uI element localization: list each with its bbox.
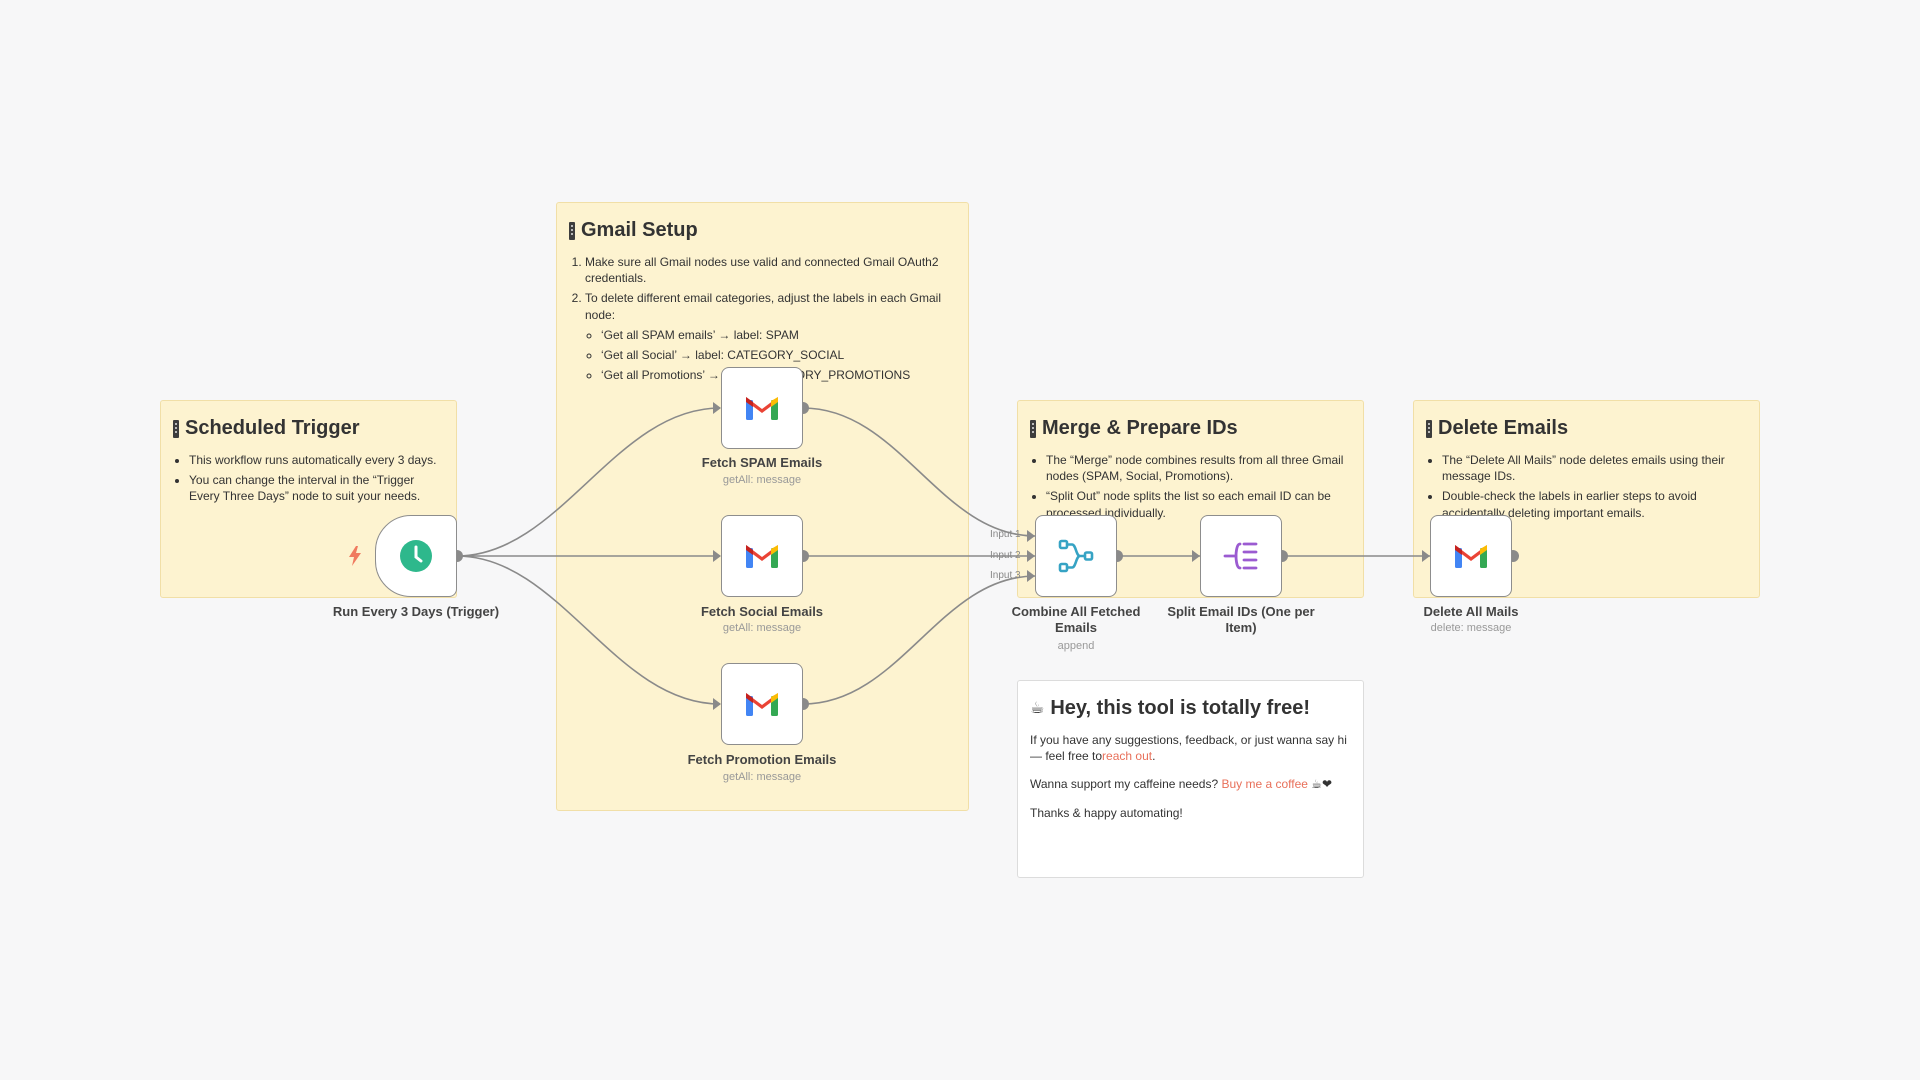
clock-icon xyxy=(400,540,432,572)
sticky-free-tool[interactable]: ☕Hey, this tool is totally free! If you … xyxy=(1017,680,1364,878)
connection-trigger-spam xyxy=(456,407,721,557)
sticky-paragraph: If you have any suggestions, feedback, o… xyxy=(1030,733,1347,764)
sticky-item: The “Delete All Mails” node deletes emai… xyxy=(1442,452,1745,484)
node-sub-spam: getAll: message xyxy=(722,474,802,486)
connection-trigger-promo xyxy=(456,555,721,705)
gmail-icon xyxy=(1455,545,1487,568)
arrow-head xyxy=(713,550,721,562)
split-out-icon xyxy=(1223,542,1258,570)
sticky-paragraph: Wanna support my caffeine needs? Buy me … xyxy=(1030,777,1333,792)
arrow-head xyxy=(1027,530,1035,542)
sticky-sub-item: ‘Get all Social’ → label: CATEGORY_SOCIA… xyxy=(601,347,954,363)
node-label-promo: Fetch Promotion Emails xyxy=(687,752,837,767)
node-sub-delete: delete: message xyxy=(1430,622,1512,634)
node-fetch-promotion-emails[interactable] xyxy=(721,663,803,745)
arrow-head xyxy=(1192,550,1200,562)
sticky-title: Scheduled Trigger xyxy=(173,415,442,442)
input-label-3: Input 3 xyxy=(990,570,1021,581)
sticky-title: Merge & Prepare IDs xyxy=(1030,415,1349,442)
sticky-item: The “Merge” node combines results from a… xyxy=(1046,452,1349,484)
note-icon xyxy=(1030,419,1036,438)
node-fetch-spam-emails[interactable] xyxy=(721,367,803,449)
input-label-2: Input 2 xyxy=(990,550,1021,561)
arrow-head xyxy=(1027,550,1035,562)
gmail-icon xyxy=(746,397,778,420)
sticky-title: ☕Hey, this tool is totally free! xyxy=(1030,697,1311,719)
note-icon xyxy=(569,221,575,240)
node-combine-all-fetched-emails[interactable] xyxy=(1035,515,1117,597)
node-label-trigger: Run Every 3 Days (Trigger) xyxy=(332,604,500,619)
connection-promo-merge xyxy=(802,575,1036,705)
reach-out-link[interactable]: reach out xyxy=(1102,749,1153,764)
connection-spam-merge xyxy=(802,407,1036,537)
node-sub-promo: getAll: message xyxy=(722,771,802,783)
node-delete-all-mails[interactable] xyxy=(1430,515,1512,597)
node-sub-merge: append xyxy=(1057,640,1095,652)
sticky-step: Make sure all Gmail nodes use valid and … xyxy=(585,254,954,286)
input-label-1: Input 1 xyxy=(990,529,1021,540)
merge-icon xyxy=(1058,539,1094,573)
arrow-head xyxy=(713,402,721,414)
node-label-split: Split Email IDs (One per Item) xyxy=(1167,604,1315,635)
sticky-scheduled-trigger[interactable]: Scheduled Trigger This workflow runs aut… xyxy=(160,400,457,598)
node-label-merge: Combine All Fetched Emails xyxy=(1011,604,1141,635)
sticky-item: You can change the interval in the “Trig… xyxy=(189,472,442,504)
sticky-title: Gmail Setup xyxy=(569,217,954,244)
node-split-email-ids[interactable] xyxy=(1200,515,1282,597)
node-label-social: Fetch Social Emails xyxy=(700,604,824,619)
arrow-head xyxy=(1422,550,1430,562)
sticky-item: This workflow runs automatically every 3… xyxy=(189,452,442,468)
sticky-sub-item: ‘Get all SPAM emails’ → label: SPAM xyxy=(601,327,954,343)
note-icon xyxy=(1426,419,1432,438)
gmail-icon xyxy=(746,693,778,716)
sticky-paragraph: Thanks & happy automating! xyxy=(1030,805,1183,820)
coffee-icon: ☕ xyxy=(1030,699,1045,717)
gmail-icon xyxy=(746,545,778,568)
node-sub-social: getAll: message xyxy=(722,622,802,634)
node-label-spam: Fetch SPAM Emails xyxy=(701,455,823,470)
arrow-head xyxy=(713,698,721,710)
node-run-every-3-days[interactable] xyxy=(375,515,457,597)
note-icon xyxy=(173,419,179,438)
node-label-delete: Delete All Mails xyxy=(1423,604,1519,619)
buy-coffee-link[interactable]: Buy me a coffee xyxy=(1221,777,1308,792)
arrow-head xyxy=(1027,570,1035,582)
node-fetch-social-emails[interactable] xyxy=(721,515,803,597)
sticky-title: Delete Emails xyxy=(1426,415,1745,442)
sticky-delete-emails[interactable]: Delete Emails The “Delete All Mails” nod… xyxy=(1413,400,1760,598)
lightning-icon xyxy=(349,546,361,566)
